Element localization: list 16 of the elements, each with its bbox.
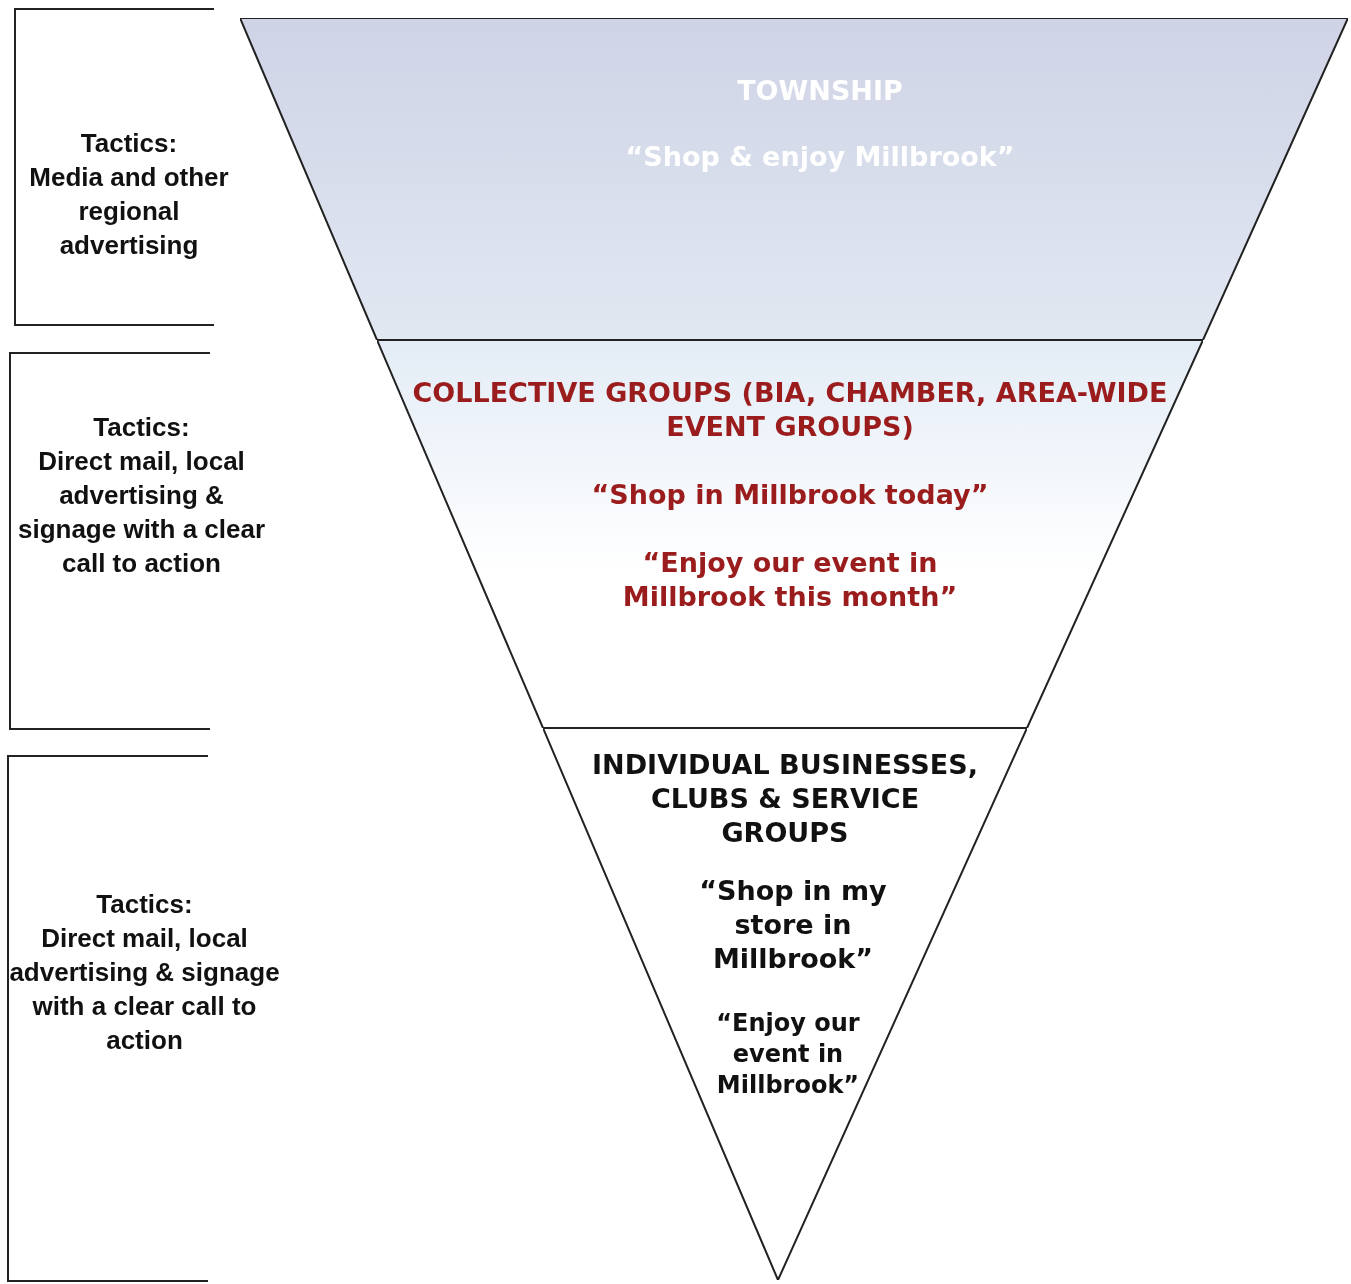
tactics-text: Direct mail, local advertising & signage with a clear call to action [16, 445, 267, 580]
slogan-text: “Shop in Millbrook today” [590, 478, 990, 512]
funnel-band [377, 340, 1203, 728]
funnel-band [543, 728, 1027, 1280]
tactics-heading: Tactics: [79, 127, 179, 160]
tactics-text: Media and other regional advertising [28, 161, 230, 262]
slogan-text: “Enjoy our event in Millbrook this month” [621, 546, 959, 614]
band-heading: INDIVIDUAL BUSINESSES, CLUBS & SERVICE GROUPS [591, 748, 979, 850]
band-heading: COLLECTIVE GROUPS (BIA, CHAMBER, AREA-WIDE EVENT GROUPS) [411, 376, 1169, 444]
slogan-text: “Shop in my store in Millbrook” [698, 874, 888, 976]
slogan-text: “Enjoy our event in Millbrook” [715, 1008, 861, 1101]
tactics-bracket [7, 755, 282, 1282]
tactics-text: Direct mail, local advertising & signage with a clear call to action [8, 922, 281, 1057]
tactics-heading: Tactics: [95, 888, 194, 921]
tactics-heading: Tactics: [92, 411, 191, 444]
funnel-band [240, 18, 1348, 340]
